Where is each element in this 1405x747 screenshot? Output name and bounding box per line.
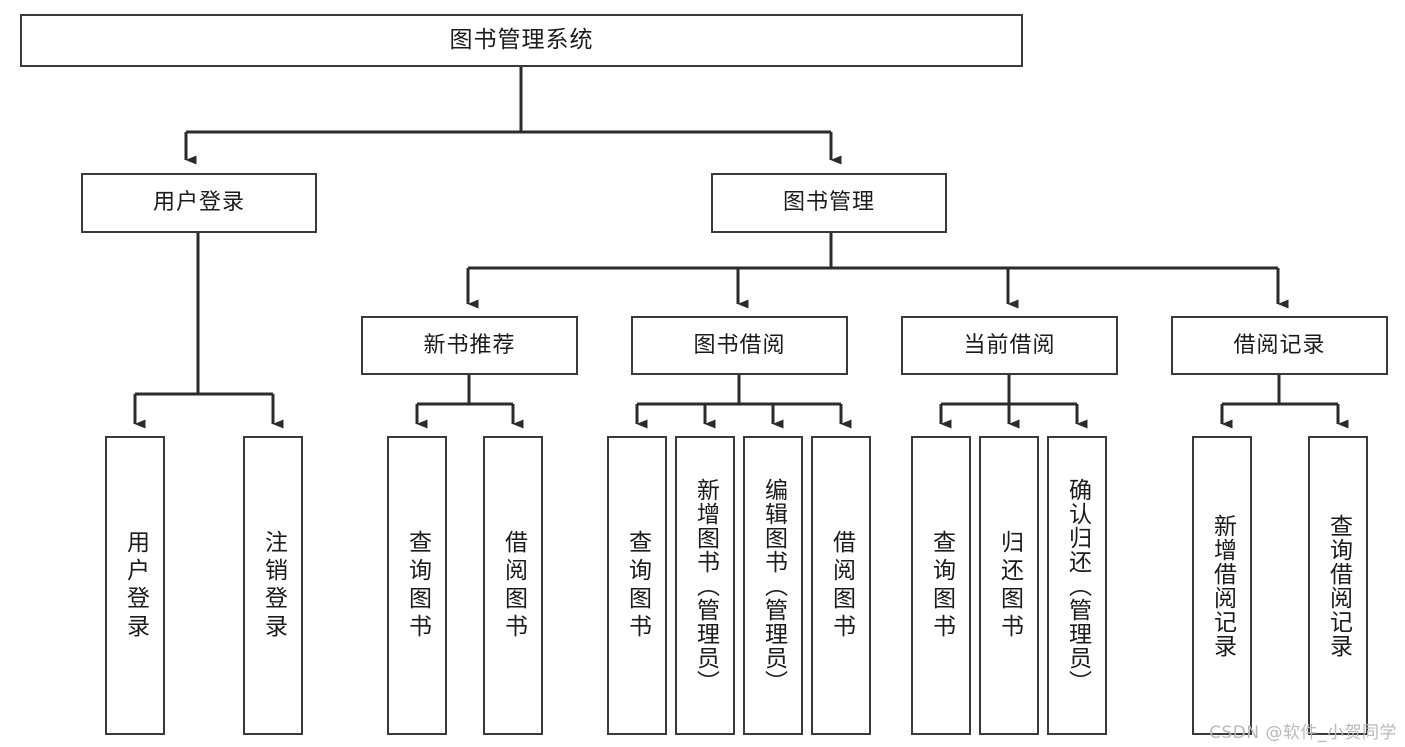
node-label: 注销登录 bbox=[260, 529, 287, 642]
node-book-borrow[interactable]: 图书借阅 bbox=[631, 316, 848, 375]
node-root-system[interactable]: 图书管理系统 bbox=[20, 14, 1023, 67]
node-label: 借阅图书 bbox=[828, 529, 855, 642]
leaf-current-confirm-return[interactable]: 确认归还（管理员） bbox=[1047, 436, 1107, 735]
node-new-book-recommend[interactable]: 新书推荐 bbox=[361, 316, 578, 375]
node-label: 用户登录 bbox=[122, 529, 149, 642]
node-label: 图书管理系统 bbox=[449, 27, 594, 54]
node-label: 查询借阅记录 bbox=[1325, 513, 1352, 658]
node-borrow-record[interactable]: 借阅记录 bbox=[1171, 316, 1388, 375]
leaf-borrow-borrow-book[interactable]: 借阅图书 bbox=[811, 436, 871, 735]
leaf-borrow-edit-book[interactable]: 编辑图书（管理员） bbox=[743, 436, 803, 735]
node-label: 用户登录 bbox=[152, 190, 245, 216]
leaf-user-login[interactable]: 用户登录 bbox=[105, 436, 165, 735]
leaf-borrow-query-book[interactable]: 查询图书 bbox=[607, 436, 667, 735]
node-label: 借阅记录 bbox=[1233, 332, 1326, 358]
leaf-user-logout[interactable]: 注销登录 bbox=[243, 436, 303, 735]
leaf-record-add[interactable]: 新增借阅记录 bbox=[1192, 436, 1252, 735]
node-book-management[interactable]: 图书管理 bbox=[711, 173, 947, 233]
leaf-borrow-add-book[interactable]: 新增图书（管理员） bbox=[675, 436, 735, 735]
node-label: 确认归还（管理员） bbox=[1064, 477, 1091, 694]
leaf-new-book-borrow[interactable]: 借阅图书 bbox=[483, 436, 543, 735]
node-label: 查询图书 bbox=[928, 529, 955, 642]
node-label: 图书借阅 bbox=[693, 332, 786, 358]
node-label: 新增图书（管理员） bbox=[692, 477, 719, 694]
node-label: 图书管理 bbox=[782, 190, 875, 216]
leaf-current-return-book[interactable]: 归还图书 bbox=[979, 436, 1039, 735]
leaf-new-book-query[interactable]: 查询图书 bbox=[387, 436, 447, 735]
node-label: 新增借阅记录 bbox=[1209, 513, 1236, 658]
leaf-current-query-book[interactable]: 查询图书 bbox=[911, 436, 971, 735]
node-current-borrow[interactable]: 当前借阅 bbox=[901, 316, 1118, 375]
node-label: 借阅图书 bbox=[500, 529, 527, 642]
node-label: 当前借阅 bbox=[963, 332, 1056, 358]
node-label: 新书推荐 bbox=[423, 332, 516, 358]
node-label: 查询图书 bbox=[624, 529, 651, 642]
leaf-record-query[interactable]: 查询借阅记录 bbox=[1308, 436, 1368, 735]
node-user-login[interactable]: 用户登录 bbox=[81, 173, 317, 233]
node-label: 归还图书 bbox=[996, 529, 1023, 642]
node-label: 查询图书 bbox=[404, 529, 431, 642]
node-label: 编辑图书（管理员） bbox=[760, 477, 787, 694]
